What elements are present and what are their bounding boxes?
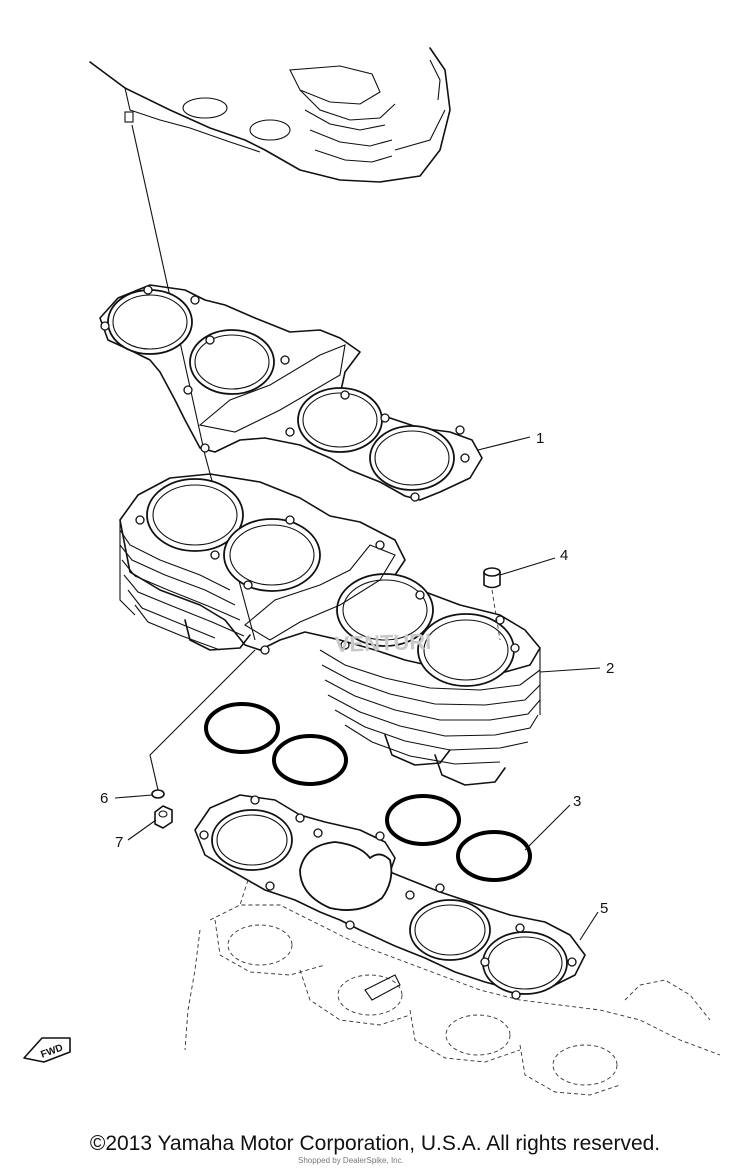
callout-2: 2 bbox=[606, 660, 614, 677]
crankcase-outline bbox=[184, 879, 721, 1096]
copyright-footer: ©2013 Yamaha Motor Corporation, U.S.A. A… bbox=[89, 1132, 661, 1155]
callout-5: 5 bbox=[600, 900, 608, 917]
nut bbox=[154, 805, 173, 829]
forward-arrow-icon: FWD bbox=[23, 1037, 71, 1063]
callout-3: 3 bbox=[573, 793, 581, 810]
watermark-subtext: Shopped by DealerSpike, Inc. bbox=[298, 1156, 404, 1165]
callout-7: 7 bbox=[115, 834, 123, 851]
fwd-label: FWD bbox=[39, 1043, 64, 1061]
washer bbox=[151, 789, 165, 799]
callout-4: 4 bbox=[560, 547, 568, 564]
o-rings bbox=[204, 702, 532, 882]
part6-leader-line bbox=[149, 649, 256, 791]
callouts: 1 2 3 4 5 6 7 bbox=[100, 430, 614, 941]
head-gasket-upper bbox=[99, 284, 483, 502]
base-gasket bbox=[194, 794, 586, 1000]
cylinder-head-outline bbox=[89, 47, 451, 183]
watermark-text: VENTURI bbox=[334, 629, 431, 657]
cylinder-block bbox=[119, 473, 541, 786]
callout-6: 6 bbox=[100, 790, 108, 807]
dowel-pin bbox=[483, 567, 501, 641]
exploded-parts-diagram: VENTURI bbox=[23, 47, 721, 1096]
callout-1: 1 bbox=[536, 430, 544, 447]
